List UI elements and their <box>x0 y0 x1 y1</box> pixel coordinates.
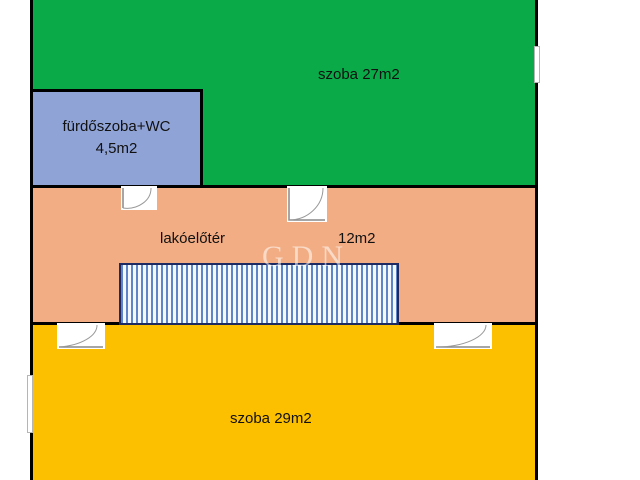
wall-right <box>535 0 538 480</box>
wall-left <box>30 0 33 480</box>
door-szoba-27 <box>287 186 327 222</box>
watermark-logo: GDN <box>262 240 351 273</box>
label-lakoeloter: lakóelőtér <box>160 230 226 247</box>
label-lakoeloter-area: 12m2 <box>338 230 376 247</box>
room-furdoszoba <box>30 90 203 188</box>
room-szoba-29 <box>30 323 538 480</box>
wall-bath-top <box>30 89 203 92</box>
window-right-top <box>534 46 540 83</box>
staircase <box>119 263 399 325</box>
door-bathroom <box>121 186 157 210</box>
label-furdoszoba: fürdőszoba+WC 4,5m2 <box>30 116 203 160</box>
wall-green-bottom <box>30 185 538 188</box>
wall-bath-right <box>200 89 203 188</box>
label-szoba-29: szoba 29m2 <box>230 410 312 427</box>
label-furdoszoba-area: 4,5m2 <box>95 140 138 157</box>
label-szoba-27: szoba 27m2 <box>318 66 400 83</box>
door-szoba-29-left <box>57 323 105 349</box>
window-left-bottom <box>27 375 33 433</box>
door-szoba-29-right <box>434 323 492 349</box>
label-furdoszoba-name: fürdőszoba+WC <box>62 118 171 135</box>
